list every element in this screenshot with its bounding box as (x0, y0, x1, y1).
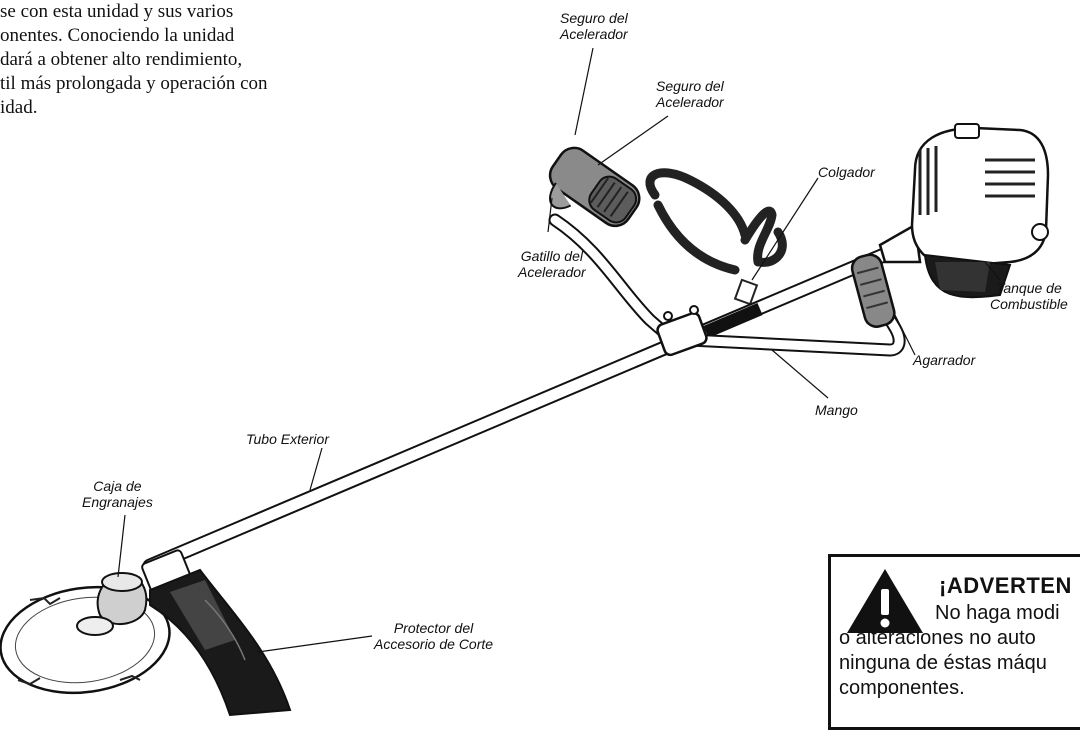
blade-drawing (0, 549, 191, 703)
warning-line: ninguna de éstas máqu (839, 651, 1060, 676)
label-seguro-acelerador-mid: Seguro del Acelerador (656, 78, 724, 110)
outer-tube-drawing (150, 246, 905, 566)
label-mango: Mango (815, 402, 858, 418)
label-tubo-exterior: Tubo Exterior (246, 431, 329, 447)
label-protector-accesorio: Protector del Accesorio de Corte (374, 620, 493, 652)
label-colgador: Colgador (818, 164, 875, 180)
harness-strap-drawing (650, 173, 782, 270)
warning-line: componentes. (839, 676, 1060, 701)
label-tanque-combustible: Tanque de Combustible (990, 280, 1068, 312)
label-caja-engranajes: Caja de Engranajes (82, 478, 153, 510)
warning-box: ¡ADVERTEN No haga modi o alteraciones no… (828, 554, 1080, 730)
warning-body: No haga modi o alteraciones no auto ning… (839, 601, 1060, 701)
right-grip-drawing (849, 252, 897, 329)
handle-drawing (555, 220, 899, 357)
label-agarrador: Agarrador (913, 352, 975, 368)
warning-title: ¡ADVERTEN (939, 573, 1072, 599)
engine-drawing (880, 124, 1048, 297)
warning-line: o alteraciones no auto (839, 626, 1060, 651)
guard-drawing (150, 570, 290, 715)
label-gatillo-acelerador: Gatillo del Acelerador (518, 248, 586, 280)
warning-line: No haga modi (839, 601, 1060, 626)
label-seguro-acelerador-top: Seguro del Acelerador (560, 10, 628, 42)
throttle-grip-drawing (534, 142, 645, 246)
